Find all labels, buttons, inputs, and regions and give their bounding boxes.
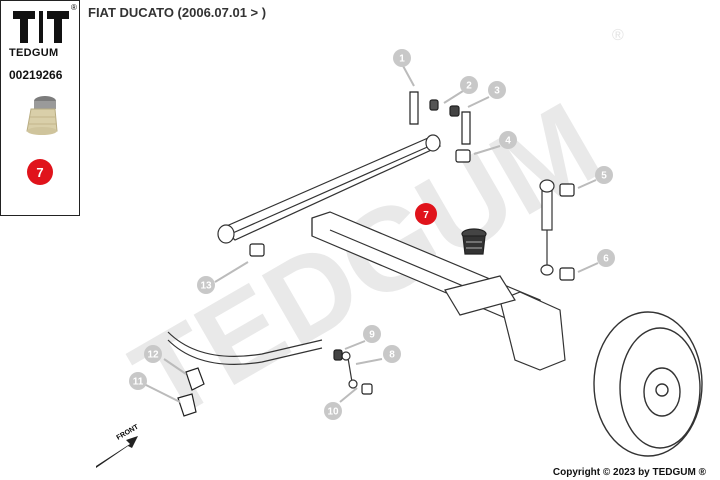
callout-3[interactable]: 3 bbox=[488, 81, 506, 99]
svg-text:2: 2 bbox=[466, 81, 472, 92]
svg-text:10: 10 bbox=[327, 407, 339, 418]
tedgum-logo-icon bbox=[11, 7, 71, 45]
callout-4[interactable]: 4 bbox=[499, 131, 517, 149]
callout-2[interactable]: 2 bbox=[460, 76, 478, 94]
callout-11[interactable]: 11 bbox=[129, 372, 147, 390]
stabilizer-link bbox=[341, 351, 358, 389]
svg-text:7: 7 bbox=[423, 210, 429, 221]
callout-7[interactable]: 7 bbox=[415, 203, 437, 225]
svg-text:1: 1 bbox=[399, 54, 405, 65]
watermark-registered-mark: ® bbox=[612, 27, 624, 44]
bushings bbox=[177, 91, 575, 417]
callout-1[interactable]: 1 bbox=[393, 49, 411, 67]
callout-13[interactable]: 13 bbox=[197, 276, 215, 294]
part-sidebar: ® TEDGUM 00219266 7 bbox=[0, 0, 80, 216]
svg-text:11: 11 bbox=[133, 377, 144, 388]
stabilizer-bar bbox=[167, 331, 323, 365]
bump-stop-product-image bbox=[26, 96, 58, 135]
brand-name: TEDGUM bbox=[9, 47, 59, 59]
callout-10[interactable]: 10 bbox=[324, 402, 342, 420]
shock-absorber bbox=[539, 179, 555, 276]
callout-8[interactable]: 8 bbox=[383, 345, 401, 363]
highlight-callout-badge: 7 bbox=[27, 159, 53, 185]
svg-text:12: 12 bbox=[147, 350, 159, 361]
callout-5[interactable]: 5 bbox=[595, 166, 613, 184]
registered-mark: ® bbox=[71, 3, 77, 12]
svg-text:13: 13 bbox=[200, 281, 212, 292]
svg-text:3: 3 bbox=[494, 86, 500, 97]
svg-text:6: 6 bbox=[603, 254, 609, 265]
bump-stop bbox=[461, 228, 487, 255]
svg-text:8: 8 bbox=[389, 350, 395, 361]
axle-beam bbox=[311, 211, 566, 371]
copyright-notice: Copyright © 2023 by TEDGUM ® bbox=[552, 467, 706, 478]
svg-text:9: 9 bbox=[369, 330, 375, 341]
callout-leaders bbox=[141, 63, 599, 403]
part-number: 00219266 bbox=[9, 68, 63, 82]
callout-6[interactable]: 6 bbox=[597, 249, 615, 267]
svg-text:5: 5 bbox=[601, 171, 607, 182]
callout-9[interactable]: 9 bbox=[363, 325, 381, 343]
callout-12[interactable]: 12 bbox=[144, 345, 162, 363]
svg-text:4: 4 bbox=[505, 136, 511, 147]
leaf-spring bbox=[217, 134, 442, 244]
wheel bbox=[593, 311, 703, 457]
page-title: FIAT DUCATO (2006.07.01 > ) bbox=[88, 5, 267, 20]
